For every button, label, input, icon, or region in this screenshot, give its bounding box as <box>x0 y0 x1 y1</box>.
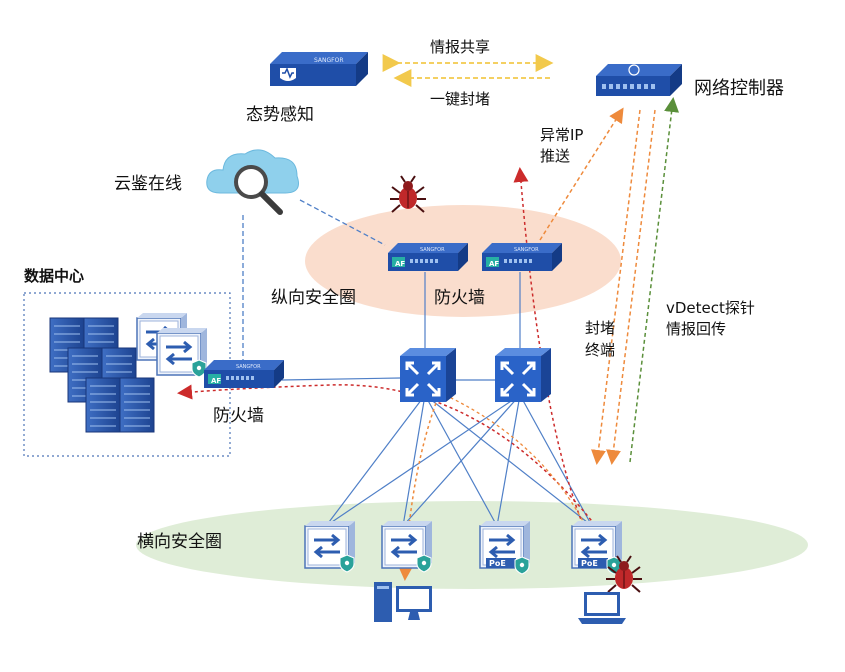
firewall-dc-label: 防火墙 <box>213 406 264 426</box>
svg-text:SANGFOR: SANGFOR <box>314 57 344 64</box>
block-terminal-arrow-2 <box>606 109 656 465</box>
block-pc-arrow <box>398 391 441 581</box>
vdetect-label-2: 情报回传 <box>666 320 726 338</box>
situation-awareness-label: 态势感知 <box>246 105 314 125</box>
access-switch-icon <box>155 326 209 378</box>
svg-text:SANGFOR: SANGFOR <box>420 247 445 253</box>
laptop-icon <box>578 592 626 624</box>
firewall-icon: AF SANGFOR <box>388 243 468 271</box>
vdetect-label-1: vDetect探针 <box>666 299 755 317</box>
cloud-check-label: 云鉴在线 <box>114 174 182 194</box>
poe-switch-icon: PoE <box>478 519 532 575</box>
svg-text:SANGFOR: SANGFOR <box>514 247 539 253</box>
intel-share-label: 情报共享 <box>430 38 490 56</box>
svg-text:SANGFOR: SANGFOR <box>236 364 261 370</box>
virus-bug-icon <box>389 175 427 213</box>
block-terminal-label-1: 封堵 <box>585 319 615 337</box>
core-switch-icon <box>398 346 458 404</box>
svg-text:AF: AF <box>211 377 221 385</box>
network-controller-label: 网络控制器 <box>694 78 784 99</box>
abnormal-ip-label-1: 异常IP <box>540 126 583 144</box>
access-switch-icon <box>380 519 434 573</box>
horizontal-ring-label: 横向安全圈 <box>137 532 222 552</box>
core-switch-icon <box>493 346 553 404</box>
firewall-icon: AF SANGFOR <box>204 360 284 388</box>
svg-text:AF: AF <box>395 260 405 268</box>
abnormal-ip-arrow <box>539 107 624 241</box>
svg-text:PoE: PoE <box>489 559 506 568</box>
svg-text:AF: AF <box>489 260 499 268</box>
horizontal-security-ring <box>136 501 808 589</box>
abnormal-ip-label-2: 推送 <box>540 147 570 165</box>
controller-device-icon <box>596 64 682 96</box>
data-center-label: 数据中心 <box>24 267 84 285</box>
poe-switch-icon: PoE <box>570 519 624 575</box>
data-center-box <box>23 292 231 457</box>
desktop-pc-icon <box>374 582 432 622</box>
cloud-firewall-link <box>299 199 386 246</box>
lateral-block-arrow <box>444 394 586 526</box>
block-terminal-label-2: 终端 <box>585 341 615 359</box>
sensor-device-icon: SANGFOR <box>270 52 368 86</box>
vertical-ring-label: 纵向安全圈 <box>271 288 356 308</box>
svg-text:PoE: PoE <box>581 559 598 568</box>
access-switch-icon <box>303 519 357 573</box>
one-click-block-label: 一键封堵 <box>430 90 490 108</box>
firewall-icon: AF SANGFOR <box>482 243 562 271</box>
vdetect-return-arrow <box>629 97 680 463</box>
block-terminal-arrow-1 <box>591 109 641 465</box>
threat-dc-arrow <box>177 384 596 526</box>
cloud-magnifier-icon <box>206 149 299 215</box>
firewall-top-label: 防火墙 <box>434 288 485 308</box>
